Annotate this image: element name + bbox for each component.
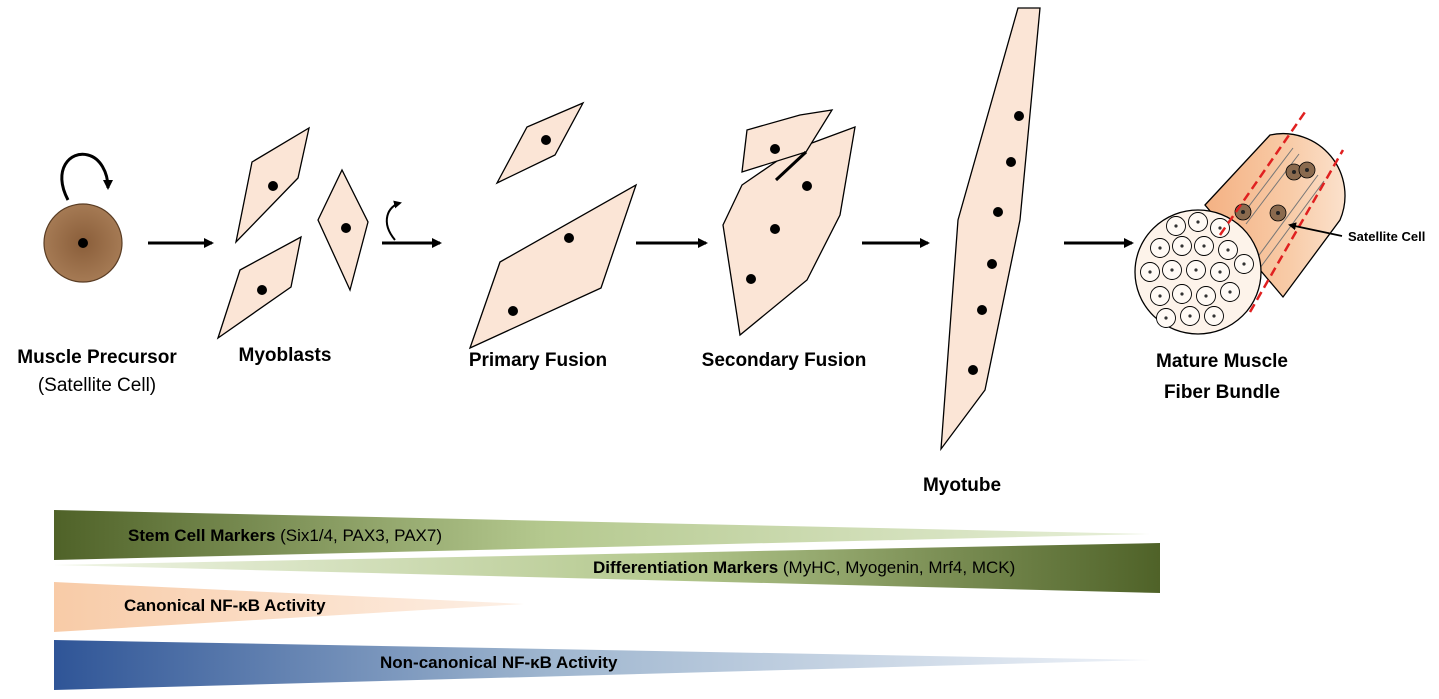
stem-markers-wedge [54,510,1150,560]
myoblast-nucleus [268,181,278,191]
self-renewal-arrow [60,152,113,201]
myoblasts-group [216,126,402,340]
label-precursor-title: Muscle Precursor [17,347,177,368]
myotube-nucleus [987,259,997,269]
canonical-nfkb-wedge [54,582,524,632]
label-precursor-subtitle: (Satellite Cell) [38,375,156,396]
muscle-bundle-group [1134,111,1346,335]
myotube-nucleus [1006,157,1016,167]
secondary-nucleus [746,274,756,284]
label-satellite-cell: Satellite Cell [1348,229,1425,244]
label-mature-line1: Mature Muscle [1156,351,1288,372]
marker-wedges: Stem Cell Markers (Six1/4, PAX3, PAX7) D… [54,510,1160,690]
satellite-cell-pointer-arrow [1288,222,1343,237]
red-dashed-line [1248,149,1345,313]
proliferation-arrow [385,200,402,241]
myotube-nucleus [977,305,987,315]
secondary-nucleus [770,144,780,154]
fused-cell [468,183,638,350]
precursor-nucleus [78,238,88,248]
label-myotube: Myotube [923,475,1001,496]
primary-nucleus [508,306,518,316]
noncanonical-nfkb-label: Non-canonical NF-κB Activity [380,653,618,672]
stem-markers-label: Stem Cell Markers (Six1/4, PAX3, PAX7) [128,526,442,545]
myoblast-nucleus [257,285,267,295]
fusing-myoblast [741,109,834,173]
fiber-line [1253,174,1319,263]
myoblast-nucleus [341,223,351,233]
secondary-nucleus [770,224,780,234]
fused-cell [722,125,856,337]
fiber-nuclei [1148,220,1246,320]
myotube-cell [940,7,1041,452]
myotube-nucleus [1014,111,1024,121]
label-primary-fusion: Primary Fusion [469,350,607,371]
differentiation-markers-label: Differentiation Markers (MyHC, Myogenin,… [593,558,1015,577]
noncanonical-nfkb-wedge [54,640,1150,690]
fusing-myoblast [495,101,585,185]
label-secondary-fusion: Secondary Fusion [702,350,867,371]
secondary-fusion-group [722,109,856,337]
myotube-nucleus [968,365,978,375]
myotube-nucleus [993,207,1003,217]
precursor-group [43,152,123,283]
label-myoblasts: Myoblasts [239,345,332,366]
secondary-nucleus [802,181,812,191]
primary-nucleus [564,233,574,243]
red-dashed-line [1218,111,1307,236]
satellite-cells-on-fiber [1234,161,1316,222]
primary-nucleus [541,135,551,145]
label-mature-line2: Fiber Bundle [1164,382,1280,403]
canonical-nfkb-label: Canonical NF-κB Activity [124,596,326,615]
primary-fusion-group [468,101,638,350]
differentiation-markers-wedge [54,543,1160,593]
myotube-group [940,7,1041,452]
fusion-line [774,150,808,182]
